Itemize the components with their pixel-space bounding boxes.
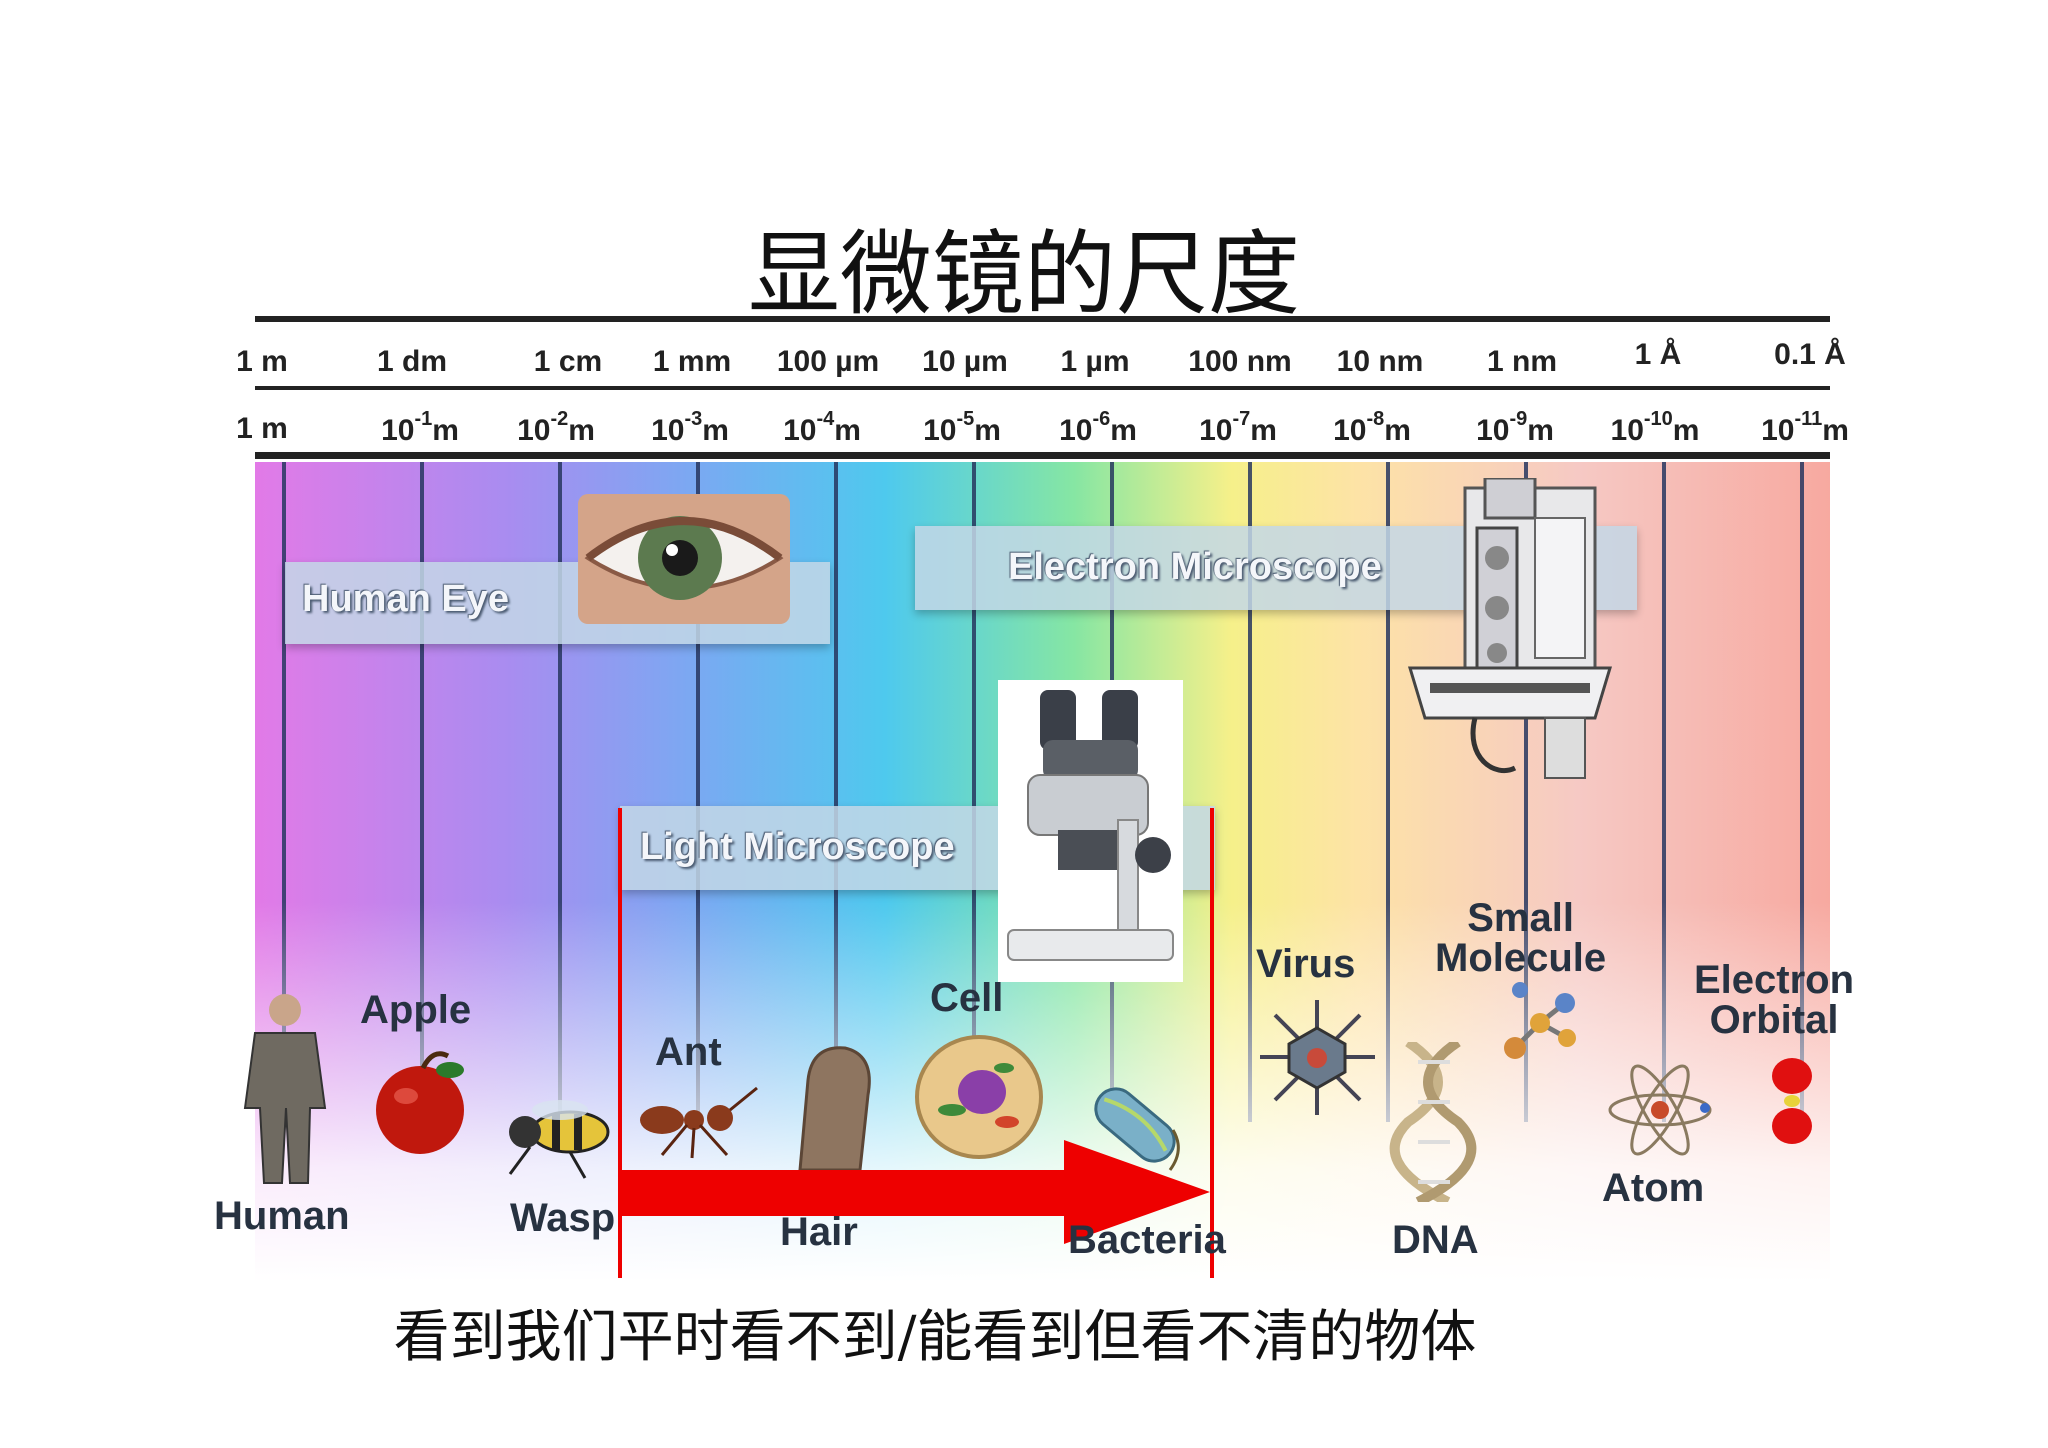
electron-microscope-icon [1407, 478, 1613, 779]
light-microscope-icon [1007, 690, 1174, 961]
range-start-line [618, 808, 622, 1278]
virus-label: Virus [1256, 942, 1356, 986]
caption: 看到我们平时看不到/能看到但看不清的物体 [393, 1305, 1477, 1370]
hair-icon [798, 1046, 871, 1170]
scale-tick [1386, 462, 1390, 1122]
virus-icon [1260, 1000, 1375, 1115]
scale-power: 1 m [236, 412, 288, 445]
dna-icon [1389, 1042, 1477, 1202]
small-molecule-label: Small Molecule [1435, 896, 1607, 980]
scale-unit: 1 µm [1060, 345, 1130, 378]
wasp-label: Wasp [510, 1196, 616, 1240]
scale-power: 10-5m [923, 408, 1001, 447]
electron-orbital-label: Electron Orbital [1694, 958, 1855, 1042]
bacteria-icon [1094, 1087, 1180, 1171]
scale-power: 10-9m [1476, 408, 1554, 447]
light-microscope-photo [998, 680, 1183, 982]
scale-power: 10-8m [1333, 408, 1411, 447]
light-microscope-label: Light Microscope [640, 826, 955, 868]
scale-tick [1524, 462, 1528, 1122]
bottom-rule [255, 452, 1830, 459]
bacteria-label: Bacteria [1068, 1218, 1226, 1262]
range-end-line [1210, 808, 1214, 1278]
scale-tick [420, 462, 424, 1122]
scale-power: 10-11m [1761, 408, 1849, 447]
scale-power: 10-10m [1610, 408, 1700, 447]
cell-icon [915, 1035, 1043, 1159]
scale-power: 10-1m [381, 408, 459, 447]
molecule-icon [1504, 982, 1576, 1059]
scale-unit: 1 Å [1634, 338, 1682, 371]
middle-rule [255, 386, 1830, 390]
scale-unit: 1 cm [533, 345, 603, 378]
scale-tick [282, 462, 286, 1122]
scale-power: 10-4m [783, 408, 861, 447]
scale-power: 10-6m [1059, 408, 1137, 447]
electron-orbital-icon [1772, 1058, 1812, 1144]
scale-power: 10-3m [651, 408, 729, 447]
human-icon [243, 994, 327, 1184]
scale-power: 10-2m [517, 408, 595, 447]
human-eye-label: Human Eye [302, 578, 509, 620]
scale-tick [1662, 462, 1666, 1122]
ant-icon [640, 1086, 758, 1159]
range-arrow [622, 1140, 1210, 1244]
atom-label: Atom [1602, 1166, 1705, 1210]
scale-tick [1248, 462, 1252, 1122]
eye-icon [578, 494, 790, 624]
scale-unit: 100 µm [776, 345, 880, 378]
scale-unit: 10 µm [922, 345, 1008, 378]
scale-tick [834, 462, 838, 1122]
scale-tick [558, 462, 562, 1122]
electron-microscope-label: Electron Microscope [1008, 546, 1382, 588]
scale-unit: 100 nm [1188, 345, 1292, 378]
atom-icon [1608, 1064, 1712, 1156]
human-label: Human [214, 1194, 350, 1238]
wasp-icon [508, 1100, 610, 1179]
scale-tick [1800, 462, 1804, 1122]
page-title: 显微镜的尺度 [747, 221, 1300, 328]
scale-unit: 10 nm [1336, 345, 1424, 378]
dna-label: DNA [1392, 1218, 1479, 1262]
apple-label: Apple [360, 988, 472, 1032]
ant-label: Ant [655, 1030, 722, 1074]
scale-tick [696, 462, 700, 1122]
top-rule [255, 316, 1830, 322]
scale-unit: 1 nm [1486, 345, 1558, 378]
cell-label: Cell [930, 976, 1004, 1020]
apple-icon [376, 1051, 464, 1154]
scale-power: 10-7m [1199, 408, 1277, 447]
scale-unit: 0.1 Å [1774, 338, 1846, 371]
scale-unit: 1 mm [652, 345, 732, 378]
scale-unit: 1 dm [376, 345, 448, 378]
scale-tick [972, 462, 976, 1122]
hair-label: Hair [780, 1210, 858, 1254]
scale-unit: 1 m [236, 345, 288, 378]
